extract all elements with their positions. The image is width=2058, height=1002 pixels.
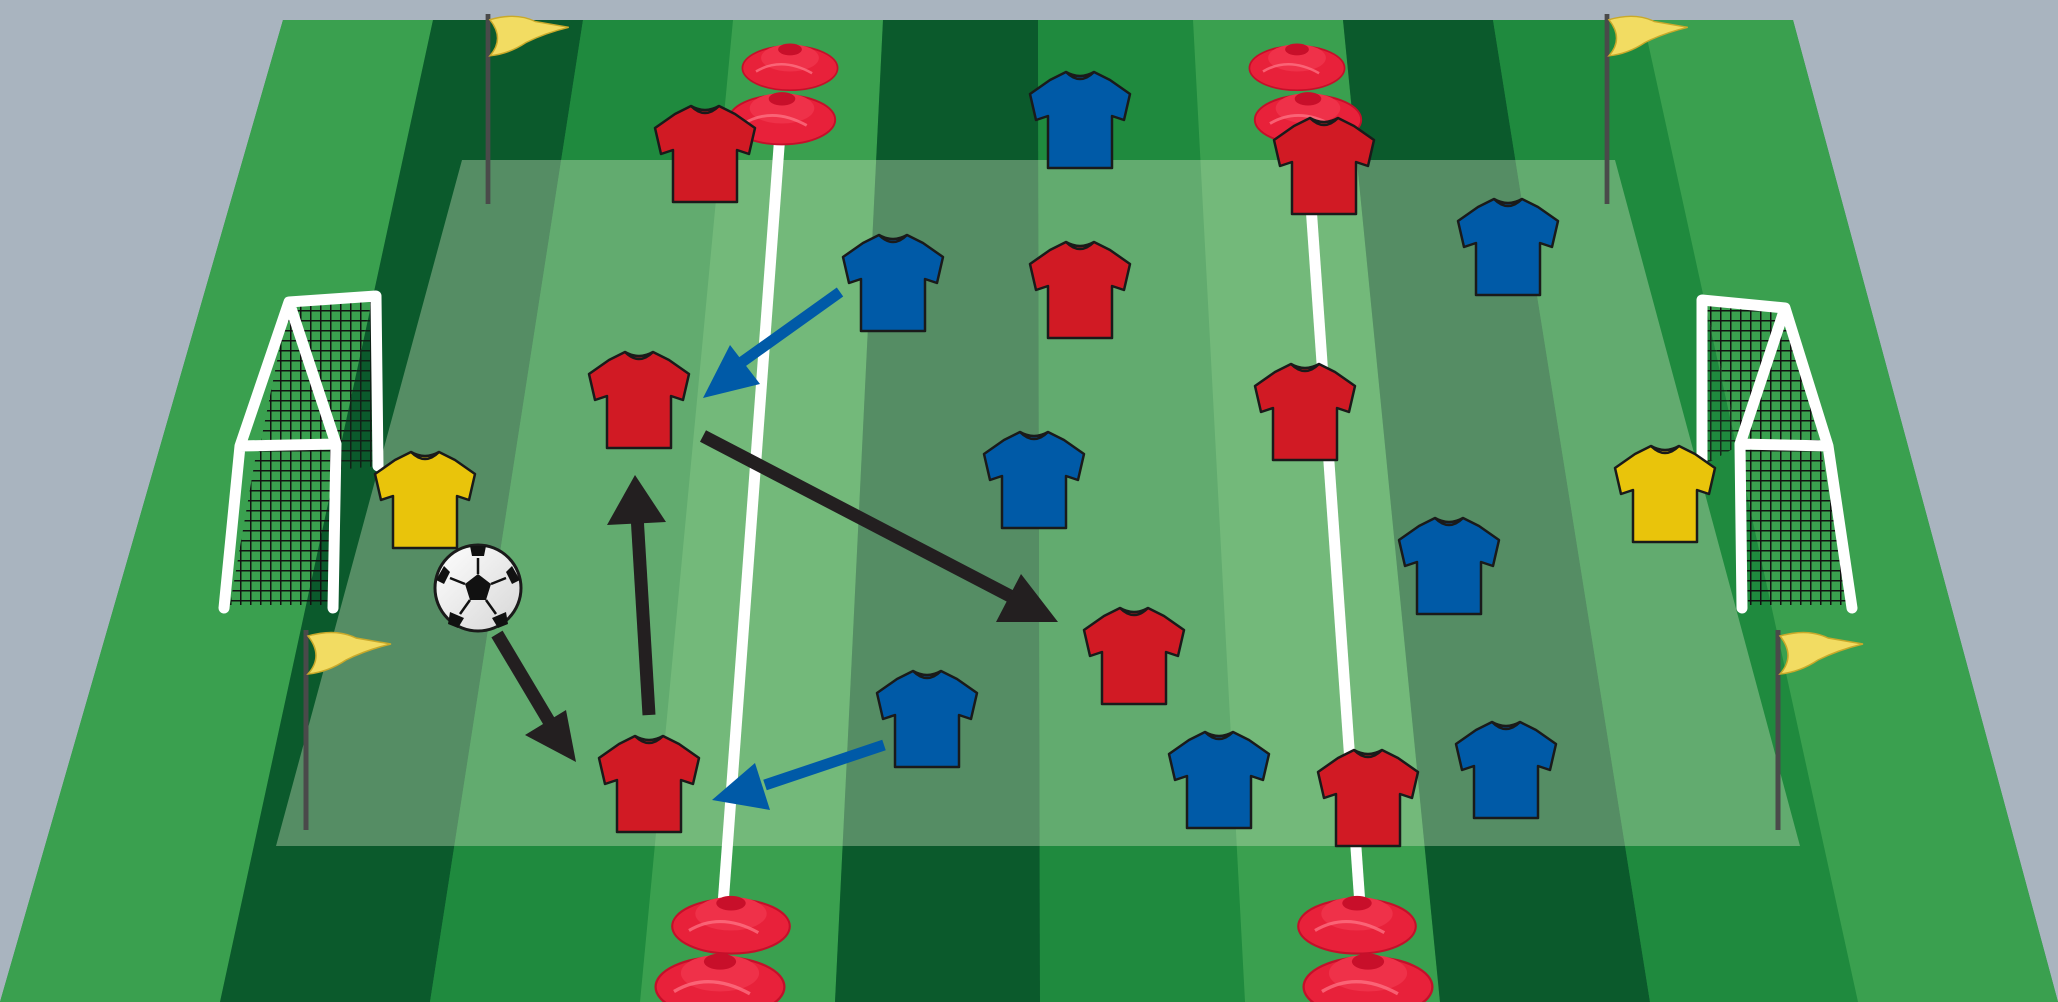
ball-icon <box>435 545 521 631</box>
